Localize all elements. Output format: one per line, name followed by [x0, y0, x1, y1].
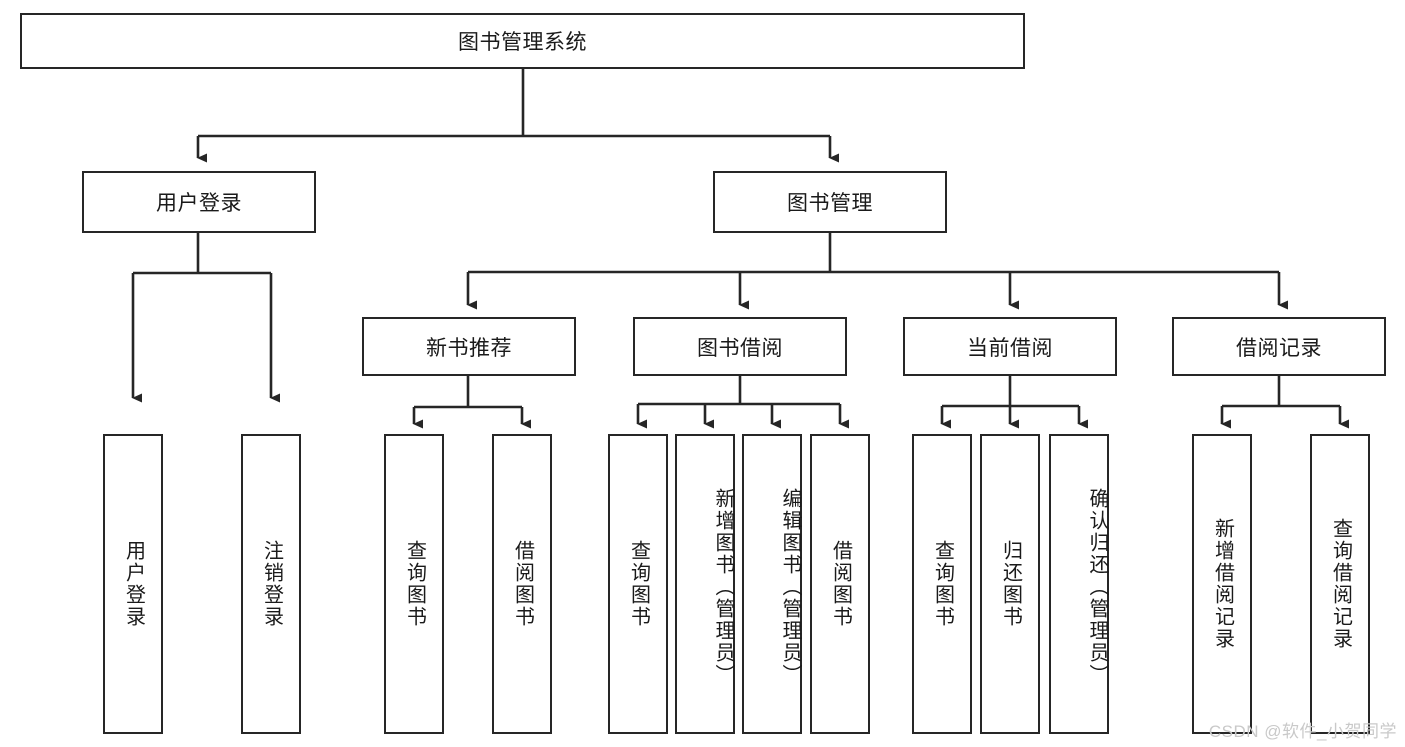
- leaf-return-book[interactable]: 归还图书: [980, 434, 1040, 734]
- leaf-logout-label: 注销登录: [260, 540, 283, 628]
- leaf-query-book-recommend-label: 查询图书: [403, 540, 426, 628]
- watermark-text: CSDN @软件_小贺同学: [1208, 722, 1397, 741]
- leaf-return-book-label: 归还图书: [999, 540, 1022, 628]
- leaf-add-borrow-record-label: 新增借阅记录: [1211, 518, 1234, 650]
- node-new-book-recommend-label: 新书推荐: [426, 336, 512, 360]
- leaf-confirm-return-admin-label: 确认归还（管理员）: [1086, 488, 1108, 686]
- leaf-user-login-label: 用户登录: [122, 540, 145, 628]
- node-book-borrow[interactable]: 图书借阅: [633, 317, 847, 376]
- leaf-add-borrow-record[interactable]: 新增借阅记录: [1192, 434, 1252, 734]
- node-root[interactable]: 图书管理系统: [20, 13, 1025, 69]
- leaf-borrow-book-recommend[interactable]: 借阅图书: [492, 434, 552, 734]
- leaf-borrow-book-borrow-label: 借阅图书: [829, 540, 852, 628]
- leaf-query-borrow-record[interactable]: 查询借阅记录: [1310, 434, 1370, 734]
- leaf-user-login[interactable]: 用户登录: [103, 434, 163, 734]
- leaf-edit-book-admin-label: 编辑图书（管理员）: [779, 488, 801, 686]
- leaf-query-book-recommend[interactable]: 查询图书: [384, 434, 444, 734]
- node-new-book-recommend[interactable]: 新书推荐: [362, 317, 576, 376]
- node-user-login-label: 用户登录: [156, 192, 242, 215]
- node-borrow-record-label: 借阅记录: [1236, 336, 1322, 360]
- node-book-management-label: 图书管理: [787, 192, 873, 215]
- node-root-label: 图书管理系统: [458, 31, 587, 54]
- leaf-add-book-admin-label: 新增图书（管理员）: [712, 488, 734, 686]
- leaf-query-book-current[interactable]: 查询图书: [912, 434, 972, 734]
- leaf-query-book-borrow-label: 查询图书: [627, 540, 650, 628]
- node-user-login[interactable]: 用户登录: [82, 171, 316, 233]
- leaf-add-book-admin[interactable]: 新增图书（管理员）: [675, 434, 735, 734]
- leaf-query-book-borrow[interactable]: 查询图书: [608, 434, 668, 734]
- leaf-confirm-return-admin[interactable]: 确认归还（管理员）: [1049, 434, 1109, 734]
- node-book-borrow-label: 图书借阅: [697, 336, 783, 360]
- leaf-borrow-book-borrow[interactable]: 借阅图书: [810, 434, 870, 734]
- node-current-borrow-label: 当前借阅: [967, 336, 1053, 360]
- node-book-management[interactable]: 图书管理: [713, 171, 947, 233]
- node-current-borrow[interactable]: 当前借阅: [903, 317, 1117, 376]
- leaf-borrow-book-recommend-label: 借阅图书: [511, 540, 534, 628]
- leaf-logout[interactable]: 注销登录: [241, 434, 301, 734]
- node-borrow-record[interactable]: 借阅记录: [1172, 317, 1386, 376]
- leaf-edit-book-admin[interactable]: 编辑图书（管理员）: [742, 434, 802, 734]
- leaf-query-book-current-label: 查询图书: [931, 540, 954, 628]
- leaf-query-borrow-record-label: 查询借阅记录: [1329, 518, 1352, 650]
